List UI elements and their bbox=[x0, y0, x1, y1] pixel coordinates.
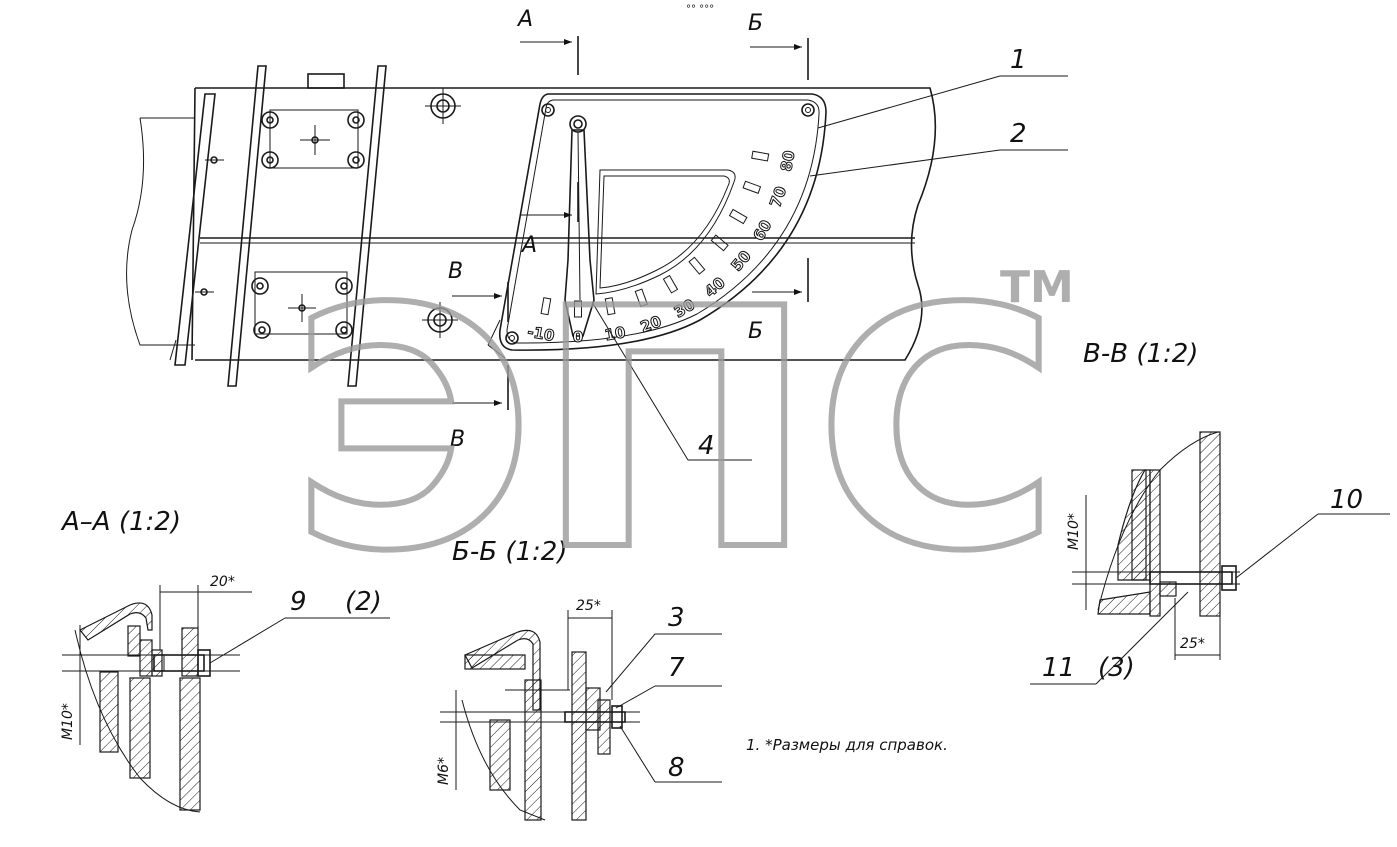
scale-number: 0 bbox=[573, 328, 583, 346]
scale-tick bbox=[634, 288, 648, 308]
callout-11: 11 bbox=[1042, 653, 1075, 683]
watermark-tm: TM bbox=[1000, 262, 1074, 313]
callout-3: 3 bbox=[668, 603, 685, 633]
mark-v-bottom: В bbox=[450, 427, 465, 452]
section-bb: Б-Б (1:2) 25* М6* 3 7 8 1. *Размеры для … bbox=[436, 537, 948, 821]
watermark-logo: ЭПС TM bbox=[287, 236, 1074, 626]
callout-4: 4 bbox=[698, 431, 715, 461]
top-note: °° °°° bbox=[686, 4, 714, 15]
mark-v-top: В bbox=[448, 259, 463, 284]
callout-10: 10 bbox=[1330, 485, 1363, 515]
scale-tick bbox=[728, 208, 748, 225]
section-vv: В-В (1:2) М10* 25* 10 11 (3) bbox=[1030, 339, 1390, 685]
dim-aa-20: 20* bbox=[210, 574, 235, 590]
scale-tick bbox=[688, 256, 706, 275]
callout-9-qty: (2) bbox=[345, 587, 382, 617]
scale-number: -10 bbox=[526, 323, 556, 345]
dim-bb-25: 25* bbox=[576, 598, 601, 614]
title-bb: Б-Б (1:2) bbox=[452, 537, 567, 567]
scale-tick bbox=[540, 297, 552, 316]
mark-a-top: А bbox=[516, 7, 533, 32]
scale-tick bbox=[662, 274, 679, 294]
callout-11-qty: (3) bbox=[1098, 653, 1135, 683]
dim-bb-m6: М6* bbox=[436, 757, 452, 785]
dim-vv-m10: М10* bbox=[1066, 513, 1082, 550]
title-aa: А–А (1:2) bbox=[60, 507, 181, 537]
mark-a-mid: А bbox=[520, 233, 537, 258]
callout-7: 7 bbox=[668, 653, 685, 683]
callout-2: 2 bbox=[1010, 119, 1027, 149]
callout-8: 8 bbox=[668, 753, 685, 783]
callout-1: 1 bbox=[1010, 45, 1027, 75]
scale-number: 70 bbox=[766, 184, 790, 210]
dim-vv-25: 25* bbox=[1180, 636, 1205, 652]
scale-tick bbox=[604, 297, 616, 316]
mark-b-mid: Б bbox=[748, 319, 763, 344]
section-aa: А–А (1:2) 20* М10* 9 (2) bbox=[60, 507, 390, 813]
watermark-text: ЭПС bbox=[290, 239, 1060, 623]
scale-tick bbox=[710, 234, 729, 252]
title-vv: В-В (1:2) bbox=[1083, 339, 1198, 369]
scale-number: 80 bbox=[777, 149, 798, 173]
note-reference: 1. *Размеры для справок. bbox=[746, 736, 948, 754]
section-marks: А Б А Б В В bbox=[448, 7, 809, 452]
callouts-main: 1 2 4 bbox=[591, 45, 1068, 461]
scale-number: 10 bbox=[603, 323, 627, 344]
dim-aa-m10: М10* bbox=[60, 703, 76, 740]
callout-9: 9 bbox=[290, 587, 307, 617]
scale-tick bbox=[751, 150, 770, 162]
scale-tick bbox=[574, 300, 582, 318]
scale-tick bbox=[742, 180, 762, 194]
mark-b-top: Б bbox=[748, 11, 763, 36]
